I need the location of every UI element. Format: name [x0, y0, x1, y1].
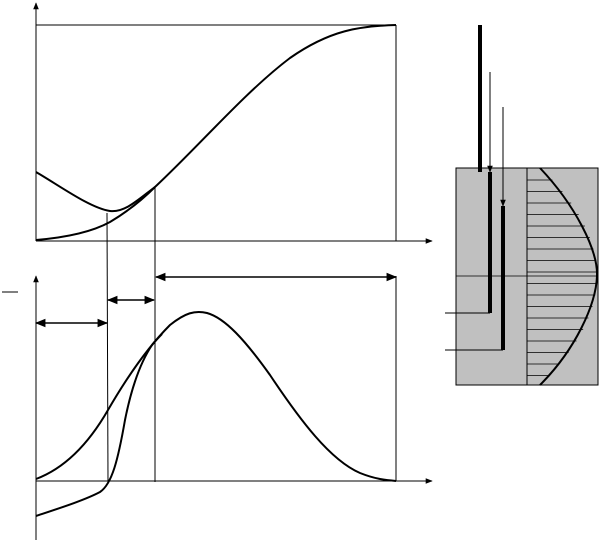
lower-plot [2, 272, 433, 540]
profile-hatching [527, 179, 597, 376]
upper-plot [33, 2, 433, 244]
guide-lines [106, 187, 156, 483]
descending-then-rising-curve [35, 171, 156, 213]
guide-line-1 [106, 212, 109, 483]
s-shaped-rising-curve [35, 24, 397, 241]
bell-curve [35, 310, 397, 482]
steep-rise-curve [35, 333, 163, 517]
parabolic-velocity-profile [539, 167, 599, 386]
side-panel [445, 25, 599, 386]
